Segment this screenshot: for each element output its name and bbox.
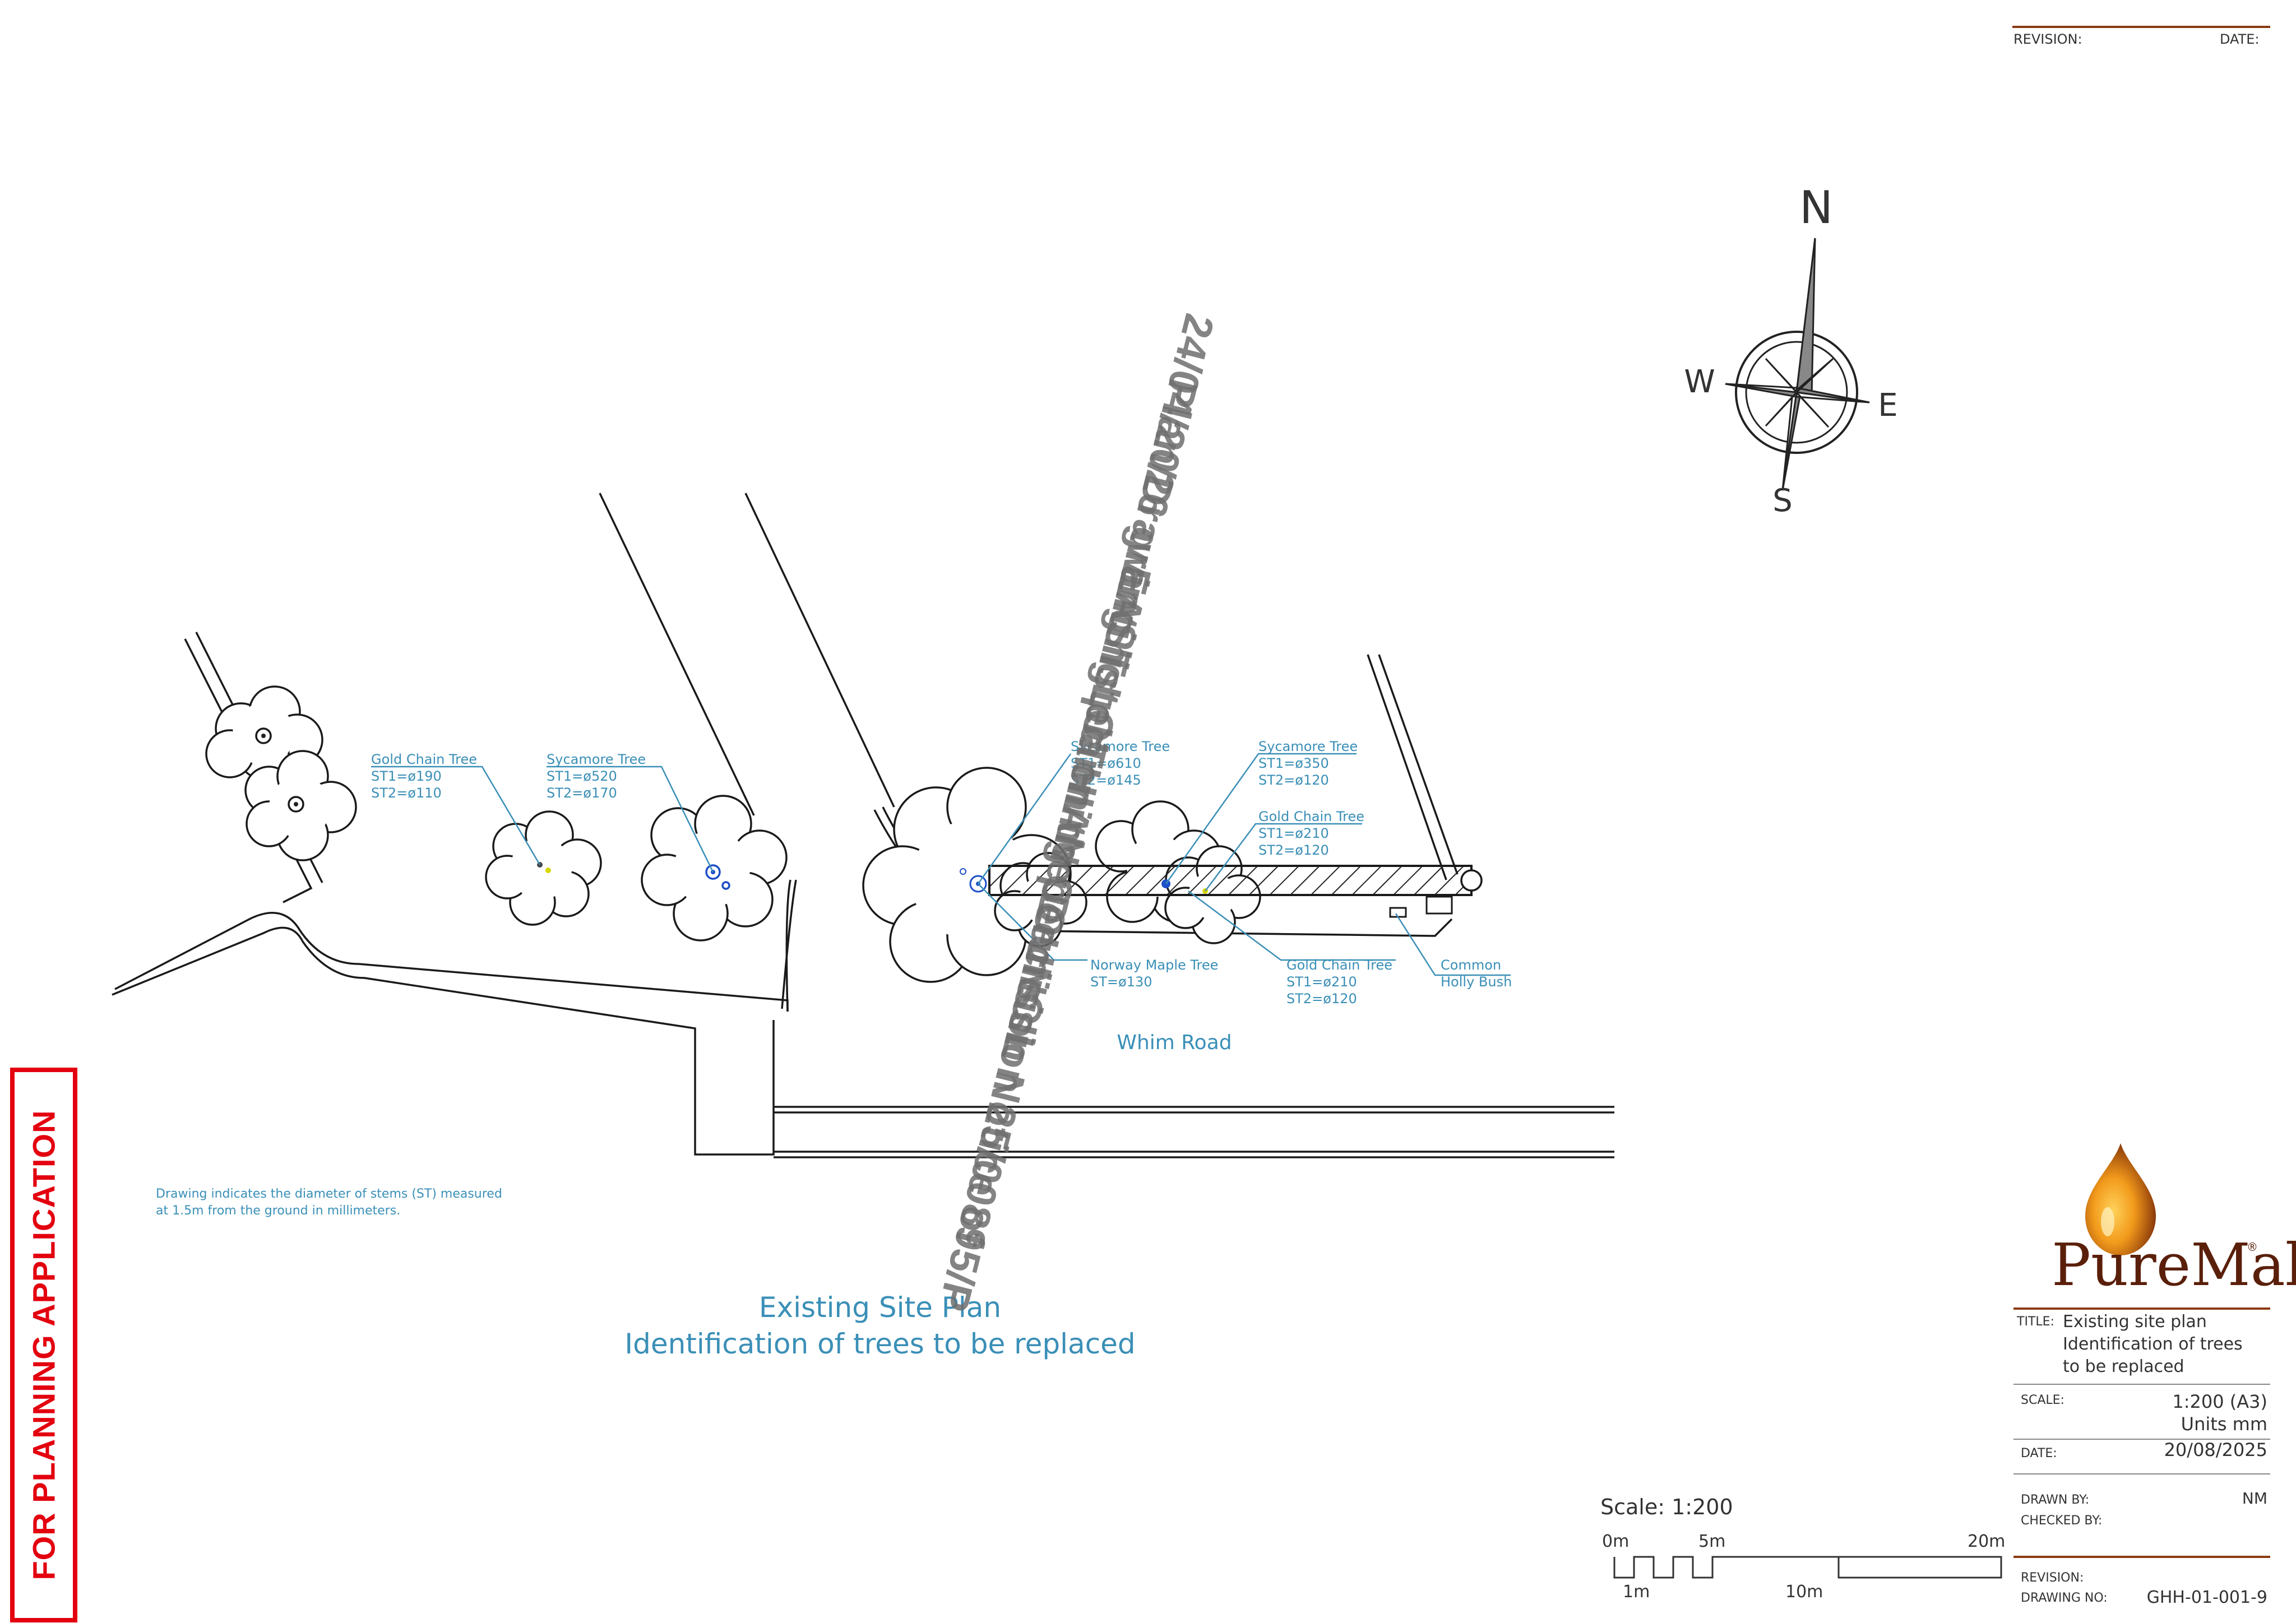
note-line-1: Drawing indicates the diameter of stems … bbox=[156, 1187, 502, 1201]
puremalt-logo: PureMalt ® bbox=[2052, 1143, 2296, 1299]
plan-title-line-2: Identification of trees to be replaced bbox=[624, 1328, 1135, 1360]
tree-4-st1: ST1=ø350 bbox=[1258, 755, 1329, 771]
tree-canopy-4 bbox=[641, 795, 788, 942]
tree-3-st1: ST1=ø610 bbox=[1071, 755, 1141, 771]
revision-header-label: REVISION: bbox=[2013, 31, 2082, 47]
tree-canopy-1 bbox=[205, 685, 323, 780]
tree-5-name: Gold Chain Tree bbox=[1258, 809, 1364, 824]
tree-3-name: Sycamore Tree bbox=[1071, 739, 1170, 754]
tree-2-st2: ST2=ø170 bbox=[547, 785, 617, 801]
tree-1-st1: ST1=ø190 bbox=[371, 768, 442, 784]
revision-header: REVISION: DATE: bbox=[2012, 26, 2270, 47]
scale-tick-5m: 5m bbox=[1698, 1532, 1725, 1551]
tree-label-6: Norway Maple Tree ST=ø130 bbox=[1090, 957, 1218, 990]
scale-bar-title: Scale: 1:200 bbox=[1600, 1495, 1733, 1519]
revision-label: REVISION: bbox=[2021, 1571, 2084, 1585]
logo-brand: PureMalt bbox=[2052, 1231, 2296, 1299]
tree-canopy-2 bbox=[244, 750, 357, 861]
tree-5-st2: ST2=ø120 bbox=[1258, 842, 1329, 858]
tree-5-st1: ST1=ø210 bbox=[1258, 826, 1329, 841]
tree-4-st2: ST2=ø120 bbox=[1258, 772, 1329, 788]
tree-label-5: Gold Chain Tree ST1=ø210 ST2=ø120 bbox=[1258, 809, 1364, 858]
scale-label: SCALE: bbox=[2021, 1393, 2064, 1407]
plan-title-line-1: Existing Site Plan bbox=[759, 1291, 1001, 1324]
title-line-2: Identification of trees bbox=[2063, 1334, 2243, 1354]
title-line-1: Existing site plan bbox=[2063, 1312, 2207, 1332]
title-line-3: to be replaced bbox=[2063, 1357, 2184, 1376]
tree-leader-lines bbox=[371, 753, 1511, 976]
date-label: DATE: bbox=[2021, 1446, 2057, 1460]
tree-4-name: Sycamore Tree bbox=[1258, 739, 1358, 754]
tree-canopy-3 bbox=[485, 810, 602, 926]
scale-tick-20m: 20m bbox=[1968, 1532, 2005, 1551]
south-letter: S bbox=[1772, 483, 1793, 519]
checked-by-label: CHECKED BY: bbox=[2021, 1514, 2102, 1528]
tree-label-7: Gold Chain Tree ST1=ø210 ST2=ø120 bbox=[1286, 957, 1392, 1007]
tree-7-st1: ST1=ø210 bbox=[1286, 974, 1357, 990]
tree-7-name: Gold Chain Tree bbox=[1286, 957, 1392, 973]
note-line-2: at 1.5m from the ground in millimeters. bbox=[156, 1204, 400, 1218]
north-letter: N bbox=[1799, 182, 1833, 234]
tree-3-st2: ST2=ø145 bbox=[1071, 772, 1141, 788]
tree-label-3: Sycamore Tree ST1=ø610 ST2=ø145 bbox=[1071, 739, 1170, 788]
tree-2-st1: ST1=ø520 bbox=[547, 768, 617, 784]
logo-registered-mark: ® bbox=[2247, 1240, 2258, 1254]
tree-7-st2: ST2=ø120 bbox=[1286, 991, 1357, 1007]
planning-application-stamp: FOR PLANNING APPLICATION bbox=[10, 1068, 77, 1622]
tree-label-4: Sycamore Tree ST1=ø350 ST2=ø120 bbox=[1258, 739, 1358, 788]
tree-6-st1: ST=ø130 bbox=[1090, 974, 1152, 990]
road-label: Whim Road bbox=[1117, 1031, 1232, 1054]
date-value: 20/08/2025 bbox=[2164, 1439, 2267, 1460]
title-label: TITLE: bbox=[2016, 1315, 2054, 1329]
tree-label-2: Sycamore Tree ST1=ø520 ST2=ø170 bbox=[547, 752, 646, 801]
scale-value: 1:200 (A3) bbox=[2172, 1391, 2267, 1412]
scale-bar: Scale: 1:200 0m 5m 20m 1m 10m bbox=[1600, 1495, 2005, 1602]
date-header-label: DATE: bbox=[2220, 31, 2260, 47]
tree-label-1: Gold Chain Tree ST1=ø190 ST2=ø110 bbox=[371, 752, 477, 801]
drawn-by-value: NM bbox=[2242, 1489, 2267, 1508]
tree-2-name: Sycamore Tree bbox=[547, 752, 646, 767]
units-value: Units mm bbox=[2181, 1413, 2267, 1435]
tree-6-name: Norway Maple Tree bbox=[1090, 957, 1218, 973]
drawing-no-label: DRAWING NO: bbox=[2021, 1591, 2108, 1605]
drawing-no-value: GHH-01-001-9 bbox=[2147, 1588, 2267, 1607]
tree-1-st2: ST2=ø110 bbox=[371, 785, 442, 801]
tree-8-name: Common bbox=[1441, 957, 1501, 973]
tree-8-st1: Holly Bush bbox=[1441, 974, 1512, 990]
scale-tick-10m: 10m bbox=[1785, 1582, 1823, 1602]
east-letter: E bbox=[1878, 387, 1897, 424]
tree-1-name: Gold Chain Tree bbox=[371, 752, 477, 767]
title-block: TITLE: Existing site plan Identification… bbox=[2013, 1307, 2270, 1607]
north-arrow bbox=[1725, 238, 1870, 491]
west-letter: W bbox=[1684, 364, 1715, 400]
drawn-by-label: DRAWN BY: bbox=[2021, 1493, 2089, 1507]
scale-tick-1m: 1m bbox=[1623, 1582, 1650, 1602]
planning-application-stamp-text: FOR PLANNING APPLICATION bbox=[26, 1110, 62, 1580]
scale-tick-0m: 0m bbox=[1602, 1532, 1629, 1551]
tree-label-8: Common Holly Bush bbox=[1441, 957, 1512, 990]
